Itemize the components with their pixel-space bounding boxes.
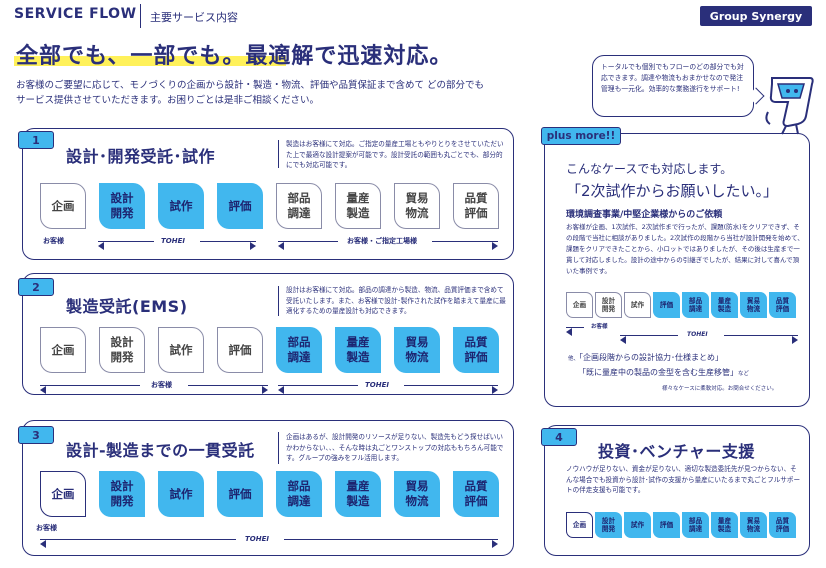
section-3-title: 設計-製造までの一貫受託	[66, 441, 255, 460]
case-step-8: 品質評価	[769, 292, 796, 318]
case-step-1: 企画	[566, 292, 593, 318]
section-1-label-tohei: TOHEI	[158, 236, 188, 246]
section-1-step-5: 部品調達	[276, 183, 322, 229]
page-header-subtitle: 主要サービス内容	[150, 11, 238, 24]
intro-text: お客様のご要望に応じて、モノづくりの企画から設計・製造・物流、評価や品質保証まで…	[16, 80, 485, 106]
section-2-step-2: 設計開発	[99, 327, 145, 373]
section-2-label-tohei: TOHEI	[362, 380, 392, 390]
other-prefix: 他、	[568, 356, 580, 362]
case-step-2: 設計開発	[595, 292, 622, 318]
section-3-step-5: 部品調達	[276, 471, 322, 517]
section-4-number: 4	[541, 428, 577, 446]
case-step-7: 貿易物流	[740, 292, 767, 318]
section-4-step-8: 品質評価	[769, 512, 796, 538]
plus-more-tab: plus more!!	[541, 127, 621, 145]
section-2-step-4: 評価	[217, 327, 263, 373]
other-case-2: 「既に量産中の製品の金型を含む生産移管」など	[578, 368, 750, 377]
other-case-1: 他、「企画段階からの設計協力･仕様まとめ」	[568, 353, 724, 362]
section-3-step-8: 品質評価	[453, 471, 499, 517]
section-3-number: 3	[18, 426, 54, 444]
section-3-divider	[278, 432, 279, 464]
section-2-responsibility: お客様 TOHEI	[40, 380, 502, 394]
plus-more-frame	[544, 133, 810, 407]
section-2-label-customer: お客様	[148, 380, 175, 390]
section-3-responsibility: TOHEI	[40, 534, 502, 548]
headline-highlight	[14, 56, 286, 66]
section-1-divider	[278, 140, 279, 168]
section-3-description: 企画はあるが、設計開発のリソースが足りない、製造先もどう探せばいいかわからない、…	[286, 433, 504, 462]
section-1-title: 設計･開発受託･試作	[66, 147, 216, 166]
case-lead: こんなケースでも対応します。	[566, 162, 733, 176]
section-2-title: 製造受託(EMS)	[66, 297, 188, 316]
headline: 全部でも、一部でも。最適解で迅速対応。	[16, 44, 453, 69]
case-tohei-line: TOHEI	[620, 330, 798, 344]
section-3-step-2: 設計開発	[99, 471, 145, 517]
section-2-description: 設計はお客様にて対応。部品の調達から製造、物流、品質評価まで含めて受託いたします…	[286, 286, 506, 315]
section-2-step-3: 試作	[158, 327, 204, 373]
section-1-step-2: 設計開発	[99, 183, 145, 229]
section-4-description: ノウハウが足りない、資金が足りない、適切な製造委託先が見つからない、そんな場合で…	[566, 465, 801, 494]
section-3-step-1: 企画	[40, 471, 86, 517]
section-1-step-7: 貿易物流	[394, 183, 440, 229]
section-3-label-customer: お客様	[36, 524, 57, 532]
case-step-3: 試作	[624, 292, 651, 318]
case-label-tohei: TOHEI	[684, 330, 711, 340]
section-2-step-6: 量産製造	[335, 327, 381, 373]
section-1-responsibility: お客様 TOHEI お客様・ご指定工場様	[40, 236, 502, 250]
section-4-step-3: 試作	[624, 512, 651, 538]
section-4-step-5: 部品調達	[682, 512, 709, 538]
case-customer-line: お客様	[566, 322, 626, 336]
section-3-step-7: 貿易物流	[394, 471, 440, 517]
section-1-description: 製造はお客様にて対応。ご指定の量産工場ともやりとりをさせていただいた上で最適な設…	[286, 140, 504, 169]
case-quote: 「2次試作からお願いしたい。」	[566, 182, 779, 200]
section-4-step-6: 量産製造	[711, 512, 738, 538]
case-step-6: 量産製造	[711, 292, 738, 318]
section-2-step-8: 品質評価	[453, 327, 499, 373]
section-1-label-factory: お客様・ご指定工場様	[344, 236, 420, 246]
section-4-title: 投資･ベンチャー支援	[598, 442, 755, 461]
mascot-icon	[765, 77, 814, 135]
section-3-label-tohei: TOHEI	[242, 534, 272, 544]
header-divider	[140, 4, 141, 28]
case-text: お客様が企画、1次試作、2次試作まで行ったが、課題(防水)をクリアできず、その段…	[566, 223, 804, 275]
section-2-step-7: 貿易物流	[394, 327, 440, 373]
section-2-step-1: 企画	[40, 327, 86, 373]
section-2-step-5: 部品調達	[276, 327, 322, 373]
section-1-step-8: 品質評価	[453, 183, 499, 229]
section-1-step-4: 評価	[217, 183, 263, 229]
case-note: 様々なケースに柔軟対応。お問合せください。	[662, 386, 778, 392]
page-header-title: SERVICE FLOW	[14, 6, 137, 22]
brand-badge: Group Synergy	[700, 6, 812, 26]
section-4-step-1: 企画	[566, 512, 593, 538]
section-1-step-3: 試作	[158, 183, 204, 229]
section-3-step-6: 量産製造	[335, 471, 381, 517]
case-step-4: 評価	[653, 292, 680, 318]
section-1-label-customer: お客様	[40, 236, 67, 246]
case-subtitle: 環境調査事業/中堅企業様からのご依頼	[566, 210, 723, 220]
case-step-5: 部品調達	[682, 292, 709, 318]
section-1-step-6: 量産製造	[335, 183, 381, 229]
speech-bubble: トータルでも個別でもフローのどの部分でも対応できます。調達や物流もおまかせなので…	[592, 55, 754, 117]
section-2-divider	[278, 286, 279, 316]
case-label-customer: お客様	[588, 322, 611, 332]
section-1-step-1: 企画	[40, 183, 86, 229]
section-1-number: 1	[18, 131, 54, 149]
section-4-step-2: 設計開発	[595, 512, 622, 538]
section-2-number: 2	[18, 278, 54, 296]
section-3-step-3: 試作	[158, 471, 204, 517]
section-3-step-4: 評価	[217, 471, 263, 517]
section-4-step-4: 評価	[653, 512, 680, 538]
section-4-step-7: 貿易物流	[740, 512, 767, 538]
